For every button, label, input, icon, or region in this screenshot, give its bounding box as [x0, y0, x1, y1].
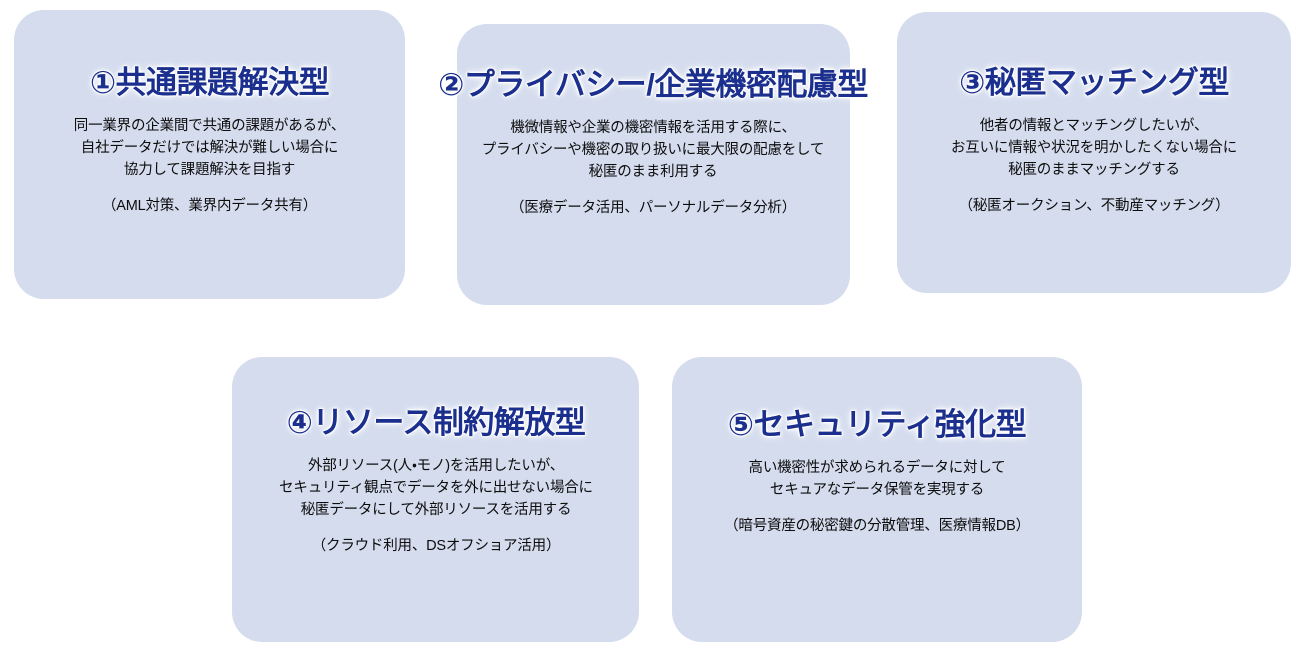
card-2-background [457, 24, 850, 305]
card-5-background [672, 357, 1082, 642]
card-4-background [232, 357, 639, 642]
card-3-background [897, 12, 1291, 293]
card-1-background [14, 10, 405, 299]
